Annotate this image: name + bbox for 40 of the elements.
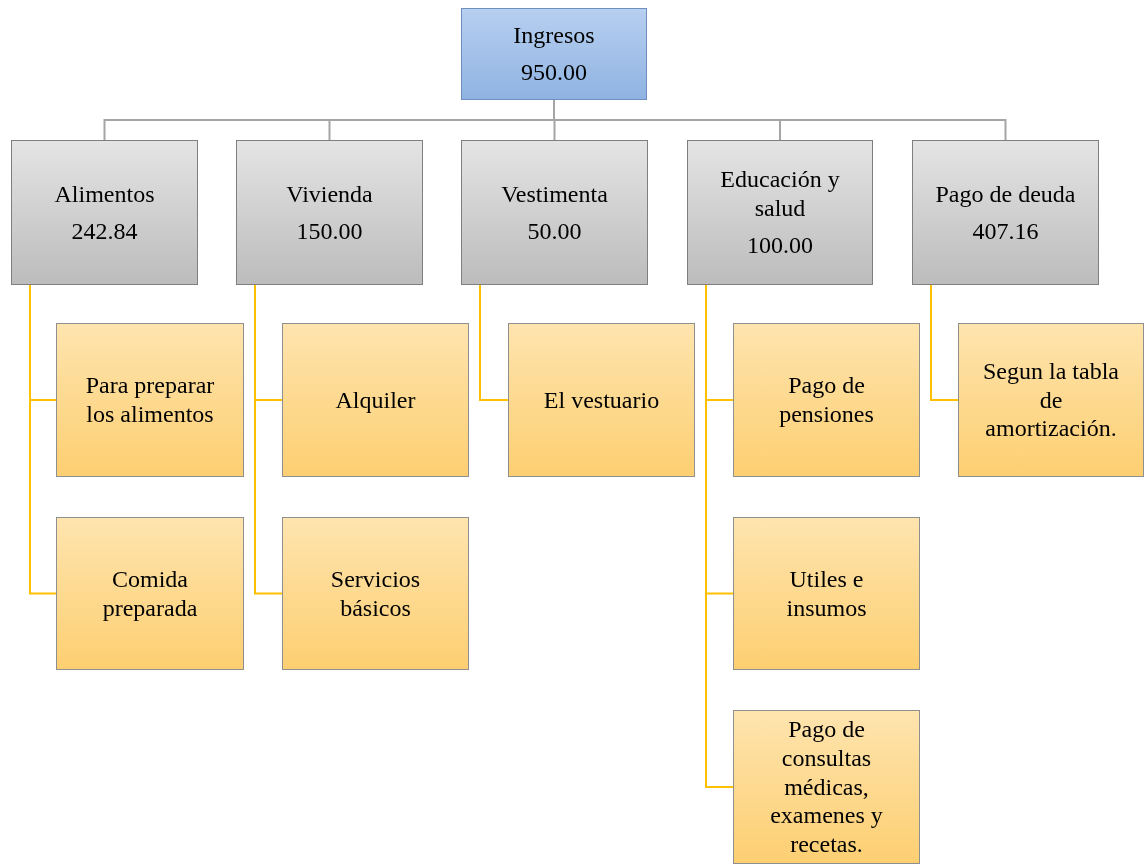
node-label: Ingresos [513,21,595,50]
node-label: Alimentos [54,179,155,209]
node-label: Servicios básicos [329,564,422,623]
node-label: Vestimenta [501,179,608,209]
amount-text: 150.00 [296,216,363,246]
category-box [11,140,198,285]
item-box [733,710,920,864]
amount-text: 407.16 [972,216,1039,246]
node-label: Utiles e insumos [785,564,868,623]
amount-text: 50.00 [527,216,582,246]
amount-text: 242.84 [71,216,138,246]
item-box [56,323,244,477]
item-box [958,323,1144,477]
item-box [733,517,920,670]
node-label: Para preparar los alimentos [84,371,216,429]
category-box [687,140,873,285]
connector-line [930,284,959,401]
item-box [56,517,244,670]
node-label: Educación y salud [719,165,841,223]
connector-line [479,284,509,401]
node-label: Pago de pensiones [778,371,875,429]
root-box [461,8,647,100]
category-box [461,140,648,285]
connector-line [254,284,283,595]
amount-text: 950.00 [521,58,587,87]
category-box [236,140,423,285]
amount-text: 100.00 [747,230,813,260]
category-box [912,140,1099,285]
node-label: El vestuario [543,385,660,415]
item-box [508,323,695,477]
item-box [733,323,920,477]
item-box [282,517,469,670]
connector-line [29,284,57,595]
node-label: Comida preparada [101,564,199,623]
node-label: Pago de deuda [935,179,1076,209]
node-label: Alquiler [335,385,416,415]
item-box [282,323,469,477]
node-label: Vivienda [286,179,373,209]
node-label: Segun la tabla de amortización. [982,356,1120,444]
node-label: Pago de consultas médicas, examenes y recetas. [769,715,884,859]
